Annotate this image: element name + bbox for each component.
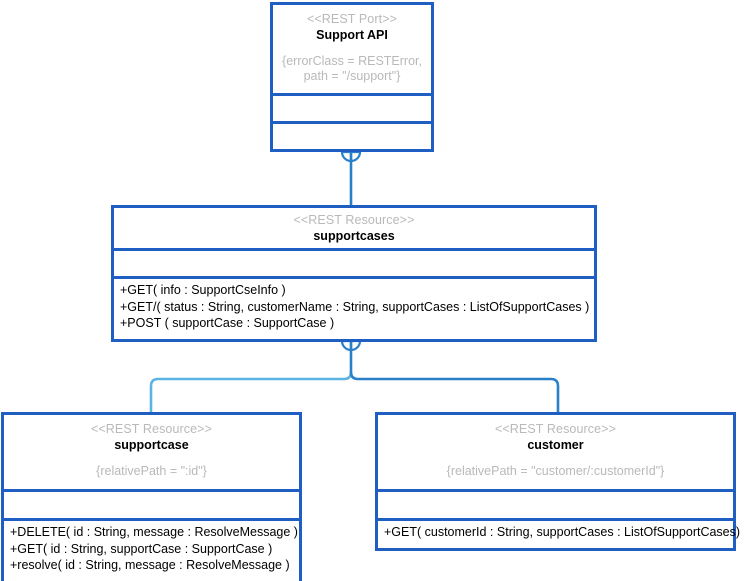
supportcase-operation: +resolve( id : String, message : Resolve… xyxy=(10,558,290,572)
supportcases-operation: +GET( info : SupportCseInfo ) xyxy=(120,283,286,297)
supportcase-attributes xyxy=(4,489,299,518)
support-api-stereotype: <<REST Port>> xyxy=(306,12,397,26)
node-supportcase[interactable]: <<REST Resource>> supportcase {relativeP… xyxy=(1,412,302,581)
node-supportcases[interactable]: <<REST Resource>> supportcases +GET( inf… xyxy=(111,205,597,342)
supportcases-operation: +GET/( status : String, customerName : S… xyxy=(120,299,590,314)
customer-stereotype: <<REST Resource>> xyxy=(495,422,616,436)
node-customer[interactable]: <<REST Resource>> customer {relativePath… xyxy=(375,412,741,551)
supportcases-stereotype: <<REST Resource>> xyxy=(293,213,415,227)
supportcase-operation: +DELETE( id : String, message : ResolveM… xyxy=(10,525,298,539)
support-api-constraint: {errorClass = RESTError, path = "/suppor… xyxy=(282,54,422,83)
node-support-api[interactable]: <<REST Port>> Support API {errorClass = … xyxy=(270,2,434,152)
supportcase-stereotype: <<REST Resource>> xyxy=(91,422,212,436)
support-api-operations xyxy=(273,121,431,149)
supportcases-operation: +POST ( supportCase : SupportCase ) xyxy=(120,316,335,330)
customer-operation: +GET( customerId : String, supportCases … xyxy=(384,525,741,539)
supportcases-attributes xyxy=(114,248,594,276)
supportcase-operations: +DELETE( id : String, message : ResolveM… xyxy=(4,518,299,581)
customer-header: <<REST Resource>> customer {relativePath… xyxy=(378,415,733,489)
supportcases-operations: +GET( info : SupportCseInfo ) +GET/( sta… xyxy=(114,276,594,339)
supportcase-name: supportcase xyxy=(114,438,189,452)
supportcases-header: <<REST Resource>> supportcases xyxy=(114,208,594,248)
connector-support-api-to-supportcases xyxy=(340,141,362,205)
supportcase-operation: +GET( id : String, supportCase : Support… xyxy=(10,541,273,556)
containment-line-to-customer xyxy=(349,371,560,412)
customer-operations: +GET( customerId : String, supportCases … xyxy=(378,518,741,548)
supportcase-constraint: {relativePath = ":id"} xyxy=(96,464,207,478)
support-api-header: <<REST Port>> Support API {errorClass = … xyxy=(273,5,431,93)
customer-constraint: {relativePath = "customer/:customerId"} xyxy=(446,464,665,478)
customer-name: customer xyxy=(527,438,584,452)
connector-supportcases-branch xyxy=(149,330,560,412)
support-api-name: Support API xyxy=(316,28,388,42)
support-api-attributes xyxy=(273,93,431,121)
customer-attributes xyxy=(378,489,733,518)
supportcase-header: <<REST Resource>> supportcase {relativeP… xyxy=(4,415,299,489)
supportcases-name: supportcases xyxy=(313,229,395,243)
containment-line-to-supportcase xyxy=(149,371,353,412)
